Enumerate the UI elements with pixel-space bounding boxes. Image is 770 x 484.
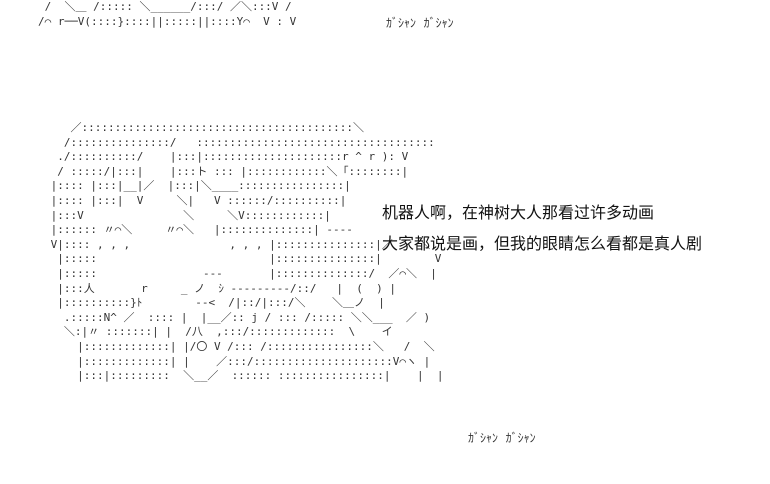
dialogue-line-2: 大家都说是画，但我的眼睛怎么看都是真人剧 [382,234,703,253]
ascii-art-top: / ＼＿ /::::: ＼______/:::/ ／＼:::V / /⌒ r──… [38,0,297,28]
dialogue-line-1: 机器人啊，在神树大人那看过许多动画 [382,203,655,222]
sound-effect-bottom: ｶﾞｼｬﾝ ｶﾞｼｬﾝ [468,431,536,445]
ascii-art-character: ／:::::::::::::::::::::::::::::::::::::::… [50,121,444,383]
sound-effect-top: ｶﾞｼｬﾝ ｶﾞｼｬﾝ [386,16,454,30]
